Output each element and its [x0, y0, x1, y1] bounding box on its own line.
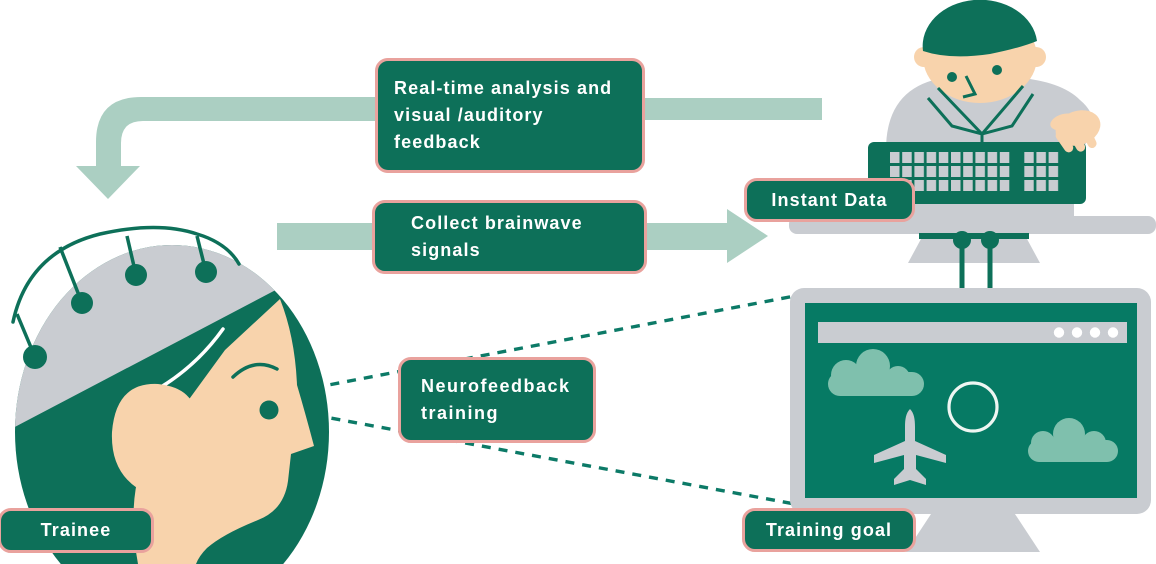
feedback-arrow [76, 97, 822, 199]
trainee-label: Trainee [0, 508, 154, 553]
trainee-eye [259, 400, 279, 420]
electrode [71, 292, 93, 314]
airplane-icon [874, 409, 946, 485]
screen-dot [1071, 327, 1083, 338]
instant-data-label: Instant Data [744, 178, 915, 222]
training-monitor [790, 288, 1151, 552]
trainee-label-text: Trainee [40, 520, 112, 540]
collect-signals-label-line: Collect brainwave [411, 213, 583, 233]
cloud-icon [828, 349, 924, 396]
gaze-dashed-line-upper [296, 293, 801, 393]
back-monitor-stand [908, 239, 1040, 263]
operator-figure [868, 0, 1101, 224]
keyboard [868, 142, 1086, 204]
electrode [125, 264, 147, 286]
collect-signals-label-line: signals [411, 240, 481, 260]
screen-dot [1053, 327, 1065, 338]
back-monitor-edge [919, 233, 1029, 239]
operator-eye [947, 72, 957, 82]
electrode [195, 261, 217, 283]
screen-dot [1107, 327, 1119, 338]
operator-hand [1050, 110, 1101, 153]
neurofeedback-training-label: Neurofeedback training [398, 357, 596, 443]
trainee-figure [11, 225, 329, 564]
neurofeedback-training-label-line: Neurofeedback [421, 376, 571, 396]
collect-signals-label: Collect brainwave signals [372, 200, 647, 274]
trainee-eyebrow [231, 362, 279, 379]
feedback-label-line: feedback [394, 132, 481, 152]
screen-dot [1089, 327, 1101, 338]
screen-top-bar [818, 322, 1127, 343]
keyboard-keys-right [1024, 152, 1061, 191]
training-goal-label: Training goal [742, 508, 916, 552]
feedback-arrow-stub [645, 98, 822, 120]
instant-data-label-text: Instant Data [771, 189, 888, 210]
operator-eye [992, 65, 1002, 75]
monitor-stand [906, 511, 1040, 552]
feedback-label: Real-time analysis and visual /auditory … [375, 58, 645, 173]
eeg-cap [15, 245, 310, 440]
electrode [23, 345, 47, 369]
feedback-arrow-elbow [76, 97, 375, 199]
feedback-label-line: Real-time analysis and [394, 78, 613, 98]
gaze-dashed-line-lower [297, 410, 801, 507]
operator-hair [922, 0, 1037, 57]
training-goal-label-text: Training goal [765, 519, 893, 540]
cloud-icon [1028, 418, 1118, 462]
target-ring-icon [947, 381, 999, 433]
operator-nose [962, 75, 978, 99]
feedback-label-line: visual /auditory [394, 105, 544, 125]
trainee-ear [111, 383, 196, 497]
operator-desk [789, 216, 1156, 292]
neurofeedback-training-label-line: training [421, 403, 499, 423]
